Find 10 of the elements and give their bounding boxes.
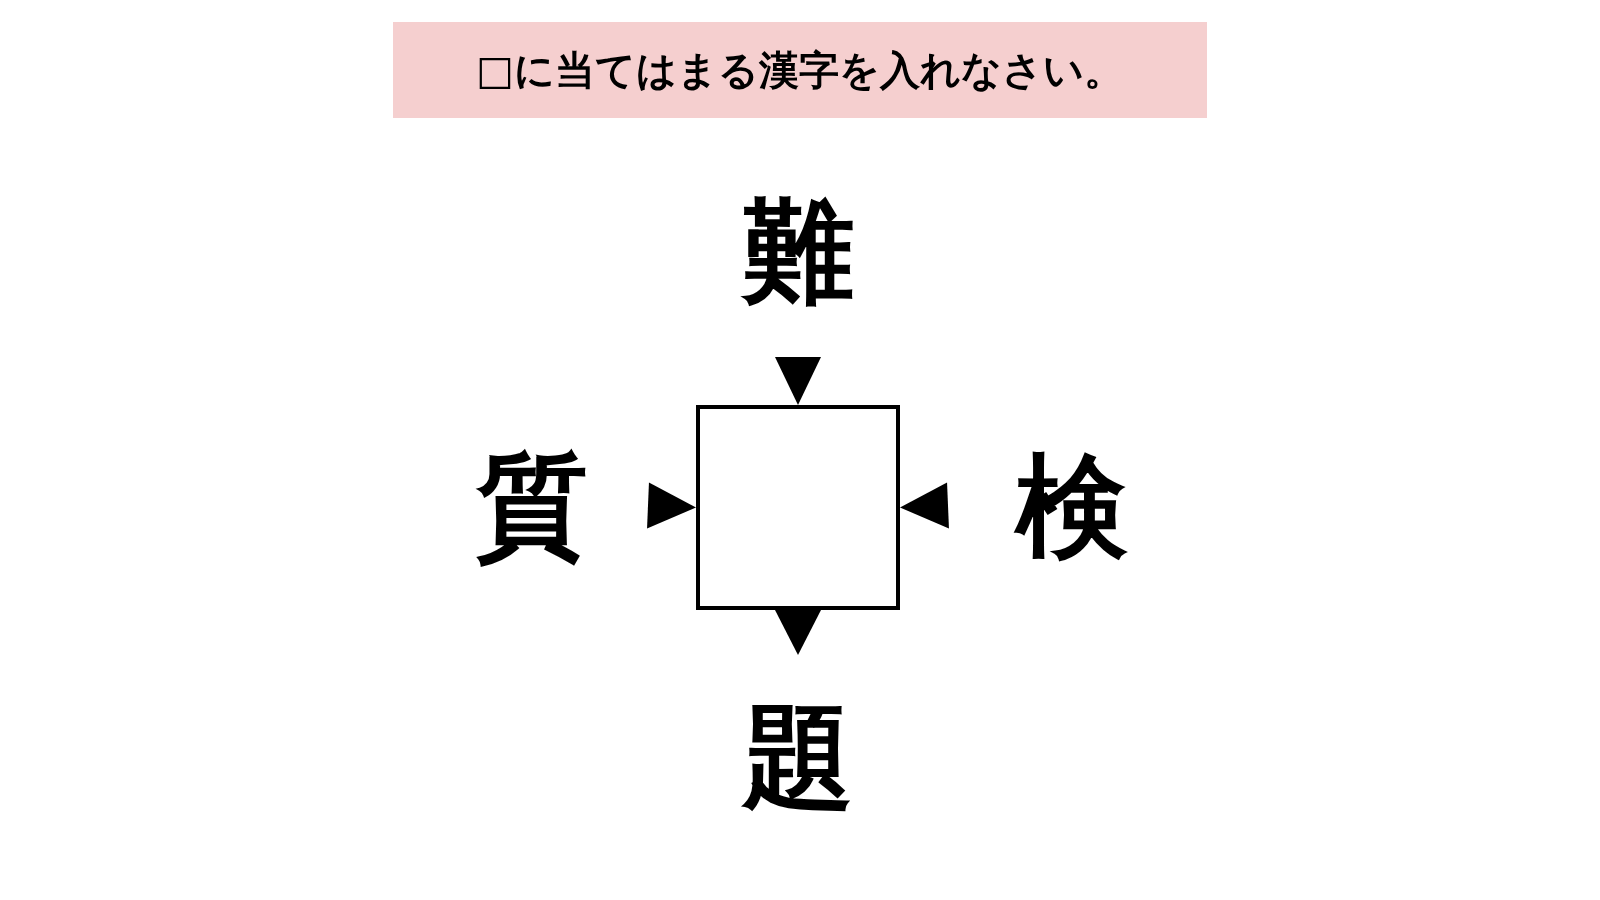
title-banner: □に当てはまる漢字を入れなさい。 <box>393 22 1207 118</box>
kanji-character: 検 <box>948 443 1128 568</box>
arrow <box>900 482 949 529</box>
kanji-character: 質 <box>476 443 648 568</box>
kanji-character: 難 <box>738 195 858 357</box>
kanji-character: 題 <box>738 655 858 813</box>
arrow <box>775 610 821 655</box>
arrow <box>647 482 696 529</box>
arrow <box>775 357 821 405</box>
answer-box <box>696 405 900 610</box>
